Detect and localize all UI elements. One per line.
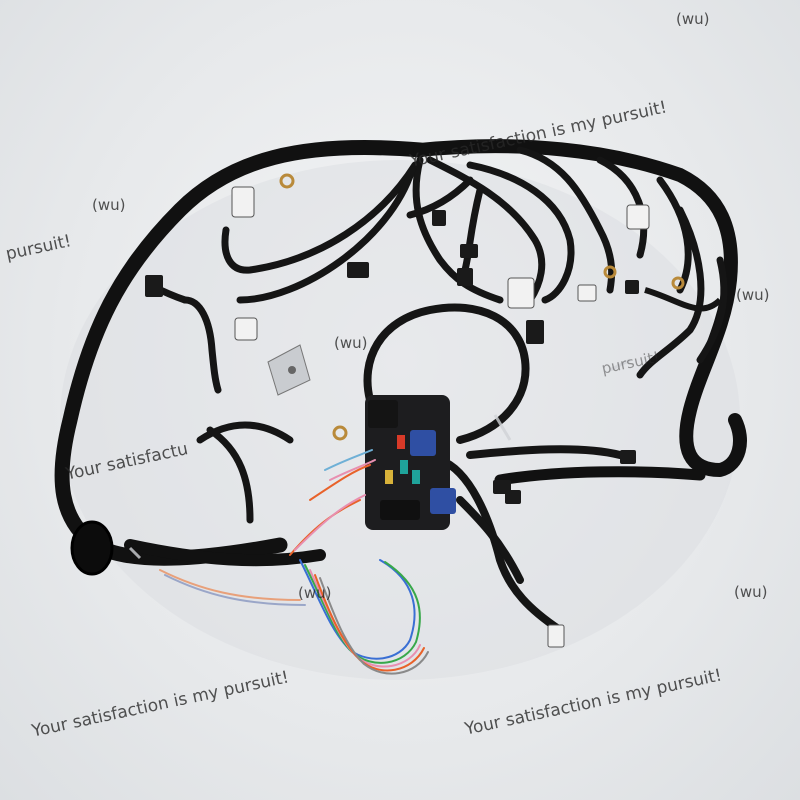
ring-terminals (279, 173, 685, 441)
branch-wires (221, 146, 728, 379)
rubber-grommet (70, 520, 114, 576)
black-connectors (145, 210, 639, 504)
fuse-relay-block (365, 395, 456, 530)
main-loom (54, 139, 747, 576)
center-loop (363, 303, 624, 634)
tape-marks (128, 358, 631, 560)
white-connectors (231, 186, 650, 648)
loose-colored-wires (159, 449, 429, 675)
metal-bracket (267, 344, 311, 396)
